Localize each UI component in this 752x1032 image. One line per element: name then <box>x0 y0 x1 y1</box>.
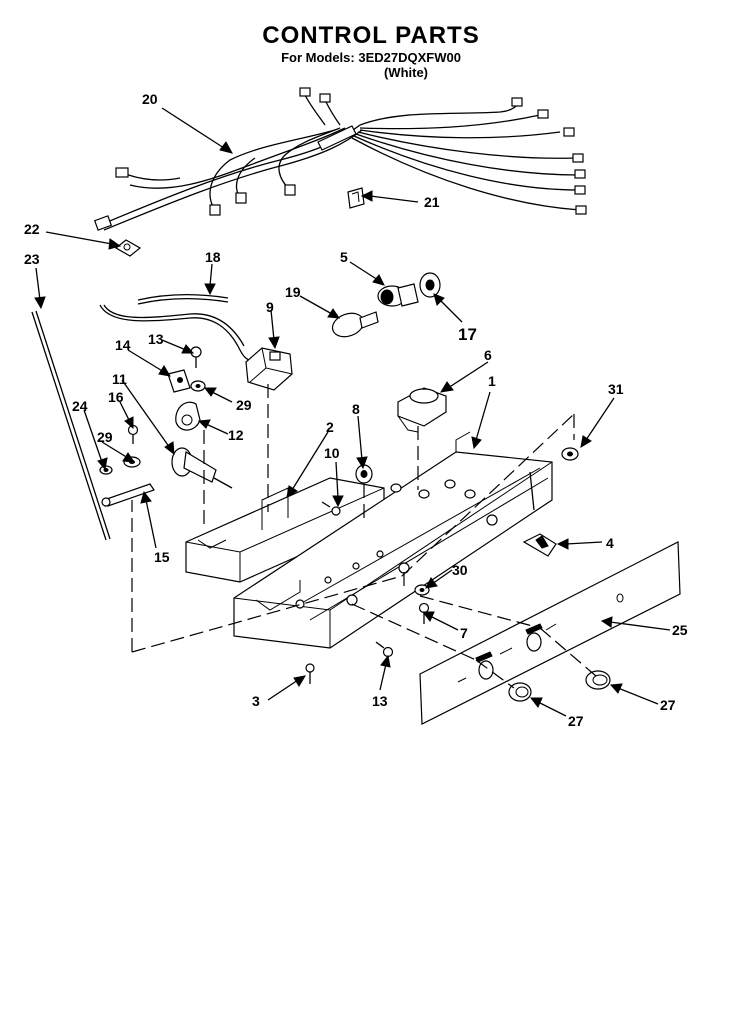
rod-part-15 <box>101 483 155 507</box>
callout-17: 17 <box>458 325 477 344</box>
callout-29-lower: 29 <box>97 429 113 445</box>
washer-part-29-upper <box>190 380 206 392</box>
screw-part-13-upper <box>190 346 202 368</box>
screw-part-13-lower <box>375 641 394 658</box>
washer-part-24 <box>99 465 113 475</box>
callout-29-upper: 29 <box>236 397 252 413</box>
callout-6: 6 <box>484 347 492 363</box>
callout-27-left: 27 <box>568 713 584 729</box>
callout-21: 21 <box>424 194 440 210</box>
knob-part-27-right <box>585 670 611 690</box>
callout-14: 14 <box>115 337 131 353</box>
callout-23: 23 <box>24 251 40 267</box>
bracket-part-12 <box>175 401 201 431</box>
callout-12: 12 <box>228 427 244 443</box>
clip-part-4 <box>522 533 557 557</box>
relay-part-9 <box>245 347 293 391</box>
callout-13-lower: 13 <box>372 693 388 709</box>
callout-15: 15 <box>154 549 170 565</box>
callout-7: 7 <box>460 625 468 641</box>
callout-27-right: 27 <box>660 697 676 713</box>
callout-8: 8 <box>352 401 360 417</box>
callout-20: 20 <box>142 91 158 107</box>
wire-harness-part-20 <box>93 87 587 231</box>
callout-3: 3 <box>252 693 260 709</box>
color-line: (White) <box>383 65 429 80</box>
tube-part-23 <box>31 310 111 541</box>
wire-part-18 <box>137 294 229 305</box>
screw-part-10 <box>321 501 341 516</box>
callout-5: 5 <box>340 249 348 265</box>
callout-13-upper: 13 <box>148 331 164 347</box>
callout-11: 11 <box>112 371 127 387</box>
screw-part-7 <box>418 602 430 624</box>
washer-part-30 <box>414 584 430 596</box>
callout-25: 25 <box>672 622 688 638</box>
callout-2: 2 <box>326 419 334 435</box>
callout-labels: 20 21 22 23 18 5 19 17 9 13 14 29 11 16 … <box>24 91 688 729</box>
callout-19: 19 <box>285 284 301 300</box>
lead-wire <box>99 304 259 362</box>
grommet-part-8 <box>355 464 373 484</box>
thermostat-part-6 <box>397 387 447 433</box>
bracket-part-14 <box>167 369 191 393</box>
screw-part-3 <box>305 663 315 684</box>
callout-16: 16 <box>108 389 124 405</box>
assembly-dashed-lines <box>131 384 597 689</box>
washer-part-31 <box>561 447 579 461</box>
callout-9: 9 <box>266 299 274 315</box>
model-line: For Models: 3ED27DQXFW00 <box>281 50 461 65</box>
model-subtitle: For Models: 3ED27DQXFW00 (White) <box>0 50 742 80</box>
callout-10: 10 <box>324 445 340 461</box>
callout-1: 1 <box>488 373 496 389</box>
callout-18: 18 <box>205 249 221 265</box>
callout-24: 24 <box>72 398 88 414</box>
knob-part-11 <box>171 447 233 489</box>
clip-part-21 <box>347 187 365 209</box>
callout-31: 31 <box>608 381 624 397</box>
clip-part-22 <box>114 239 142 257</box>
knob-part-27-left <box>508 682 532 702</box>
page-title: CONTROL PARTS <box>262 22 480 49</box>
control-housing-part-1 <box>233 431 553 649</box>
socket-part-5 <box>377 283 419 307</box>
callout-22: 22 <box>24 221 40 237</box>
socket-part-17 <box>419 272 441 298</box>
leader-lines <box>34 107 671 717</box>
callout-4: 4 <box>606 535 614 551</box>
callout-30: 30 <box>452 562 468 578</box>
bulb-part-19 <box>331 311 379 338</box>
